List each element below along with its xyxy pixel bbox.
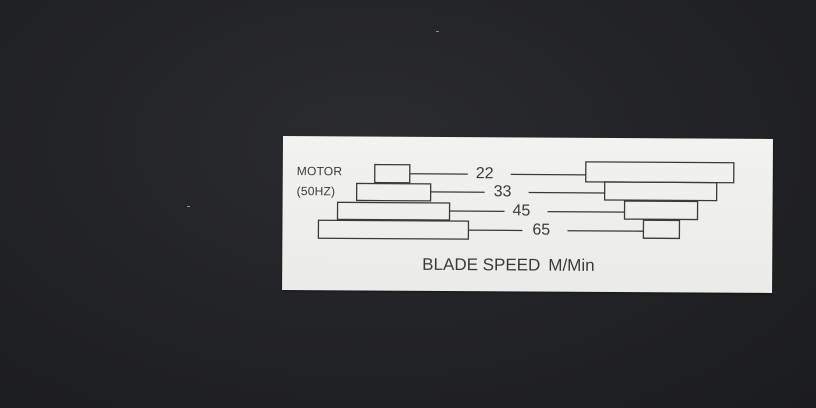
motor-label: MOTOR <box>296 164 343 179</box>
dust-speck <box>187 206 190 207</box>
motor-pulley-step-4 <box>317 219 470 240</box>
pulley-diagram <box>317 161 735 240</box>
blade-speed-caption: BLADE SPEED M/Min <box>422 255 595 276</box>
speed-value-45: 45 <box>512 202 531 220</box>
speed-value-65: 65 <box>532 221 551 239</box>
motor-pulley-step-2 <box>355 182 432 202</box>
speed-value-22: 22 <box>475 165 494 183</box>
blade-pulley-step-4 <box>642 219 681 240</box>
blade-pulley-step-1 <box>585 161 735 184</box>
caption-text: BLADE SPEED <box>422 254 541 275</box>
speed-unit: M/Min <box>548 255 595 275</box>
dust-speck <box>436 31 439 32</box>
speed-value-33: 33 <box>493 183 512 201</box>
blade-pulley-step-2 <box>603 181 718 202</box>
motor-pulley-step-3 <box>336 201 451 221</box>
motor-frequency-label: (50HZ) <box>296 184 336 199</box>
motor-pulley-step-1 <box>374 163 411 184</box>
blade-speed-label: MOTOR (50HZ) 22 33 45 65 BLADE SPEED M/Mi… <box>282 136 773 293</box>
blade-pulley-step-3 <box>623 200 699 221</box>
